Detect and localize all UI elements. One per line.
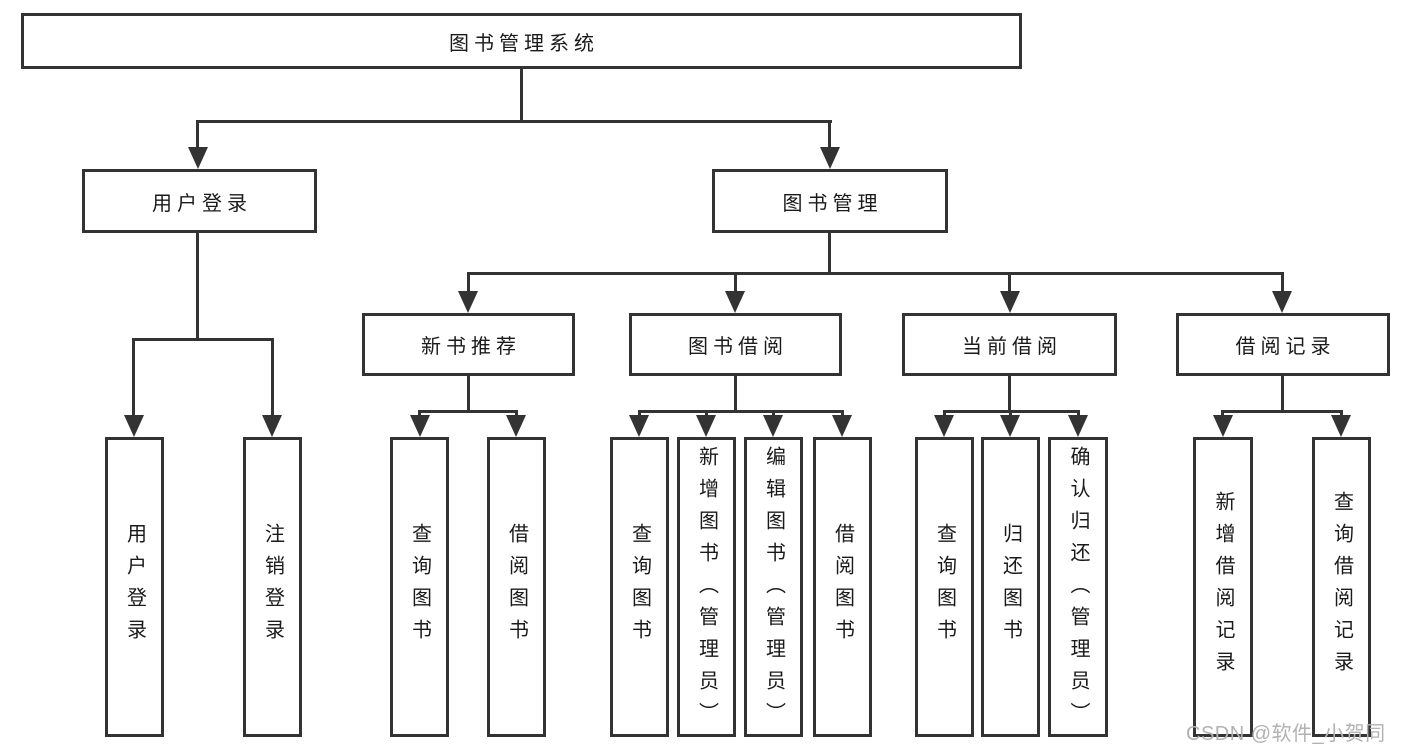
- arrowhead-new-book: [458, 291, 478, 313]
- arrowhead-rec-2: [506, 415, 526, 437]
- leaf-add-borrow-record: 新增借阅记录: [1193, 437, 1253, 737]
- node-borrow-records: 借阅记录: [1176, 313, 1390, 376]
- connector-drop-new-book: [467, 272, 470, 293]
- leaf-query-book-current-label: 查询图书: [933, 523, 956, 651]
- connector-mgmt-bar: [467, 272, 1284, 275]
- node-book-borrow-label: 图书借阅: [688, 336, 788, 358]
- connector-login-bar: [132, 338, 274, 341]
- leaf-logout-label: 注销登录: [261, 523, 284, 651]
- connector-drop-borrow-record: [1281, 272, 1284, 293]
- arrowhead-borrow-2: [696, 415, 716, 437]
- connector-record-bar: [1221, 410, 1343, 413]
- node-new-book-recommend-label: 新书推荐: [421, 336, 521, 358]
- connector-drop-book-management: [828, 120, 831, 151]
- arrowhead-current-borrow: [1000, 291, 1020, 313]
- leaf-logout: 注销登录: [243, 437, 302, 737]
- leaf-return-book-label: 归还图书: [999, 523, 1022, 651]
- arrowhead-logout-leaf: [262, 415, 282, 437]
- connector-login-stem: [196, 233, 199, 338]
- node-user-login: 用户登录: [82, 169, 317, 233]
- connector-drop-user-login: [196, 120, 199, 151]
- leaf-query-borrow-record-label: 查询借阅记录: [1330, 491, 1353, 683]
- leaf-borrow-book-recommend-label: 借阅图书: [505, 523, 528, 651]
- arrowhead-borrow-3: [763, 415, 783, 437]
- leaf-query-book-current: 查询图书: [915, 437, 974, 737]
- leaf-edit-book-admin-label: 编辑图书（管理员）: [762, 446, 785, 734]
- connector-drop-login-leaf: [132, 338, 135, 418]
- connector-drop-current-2: [1009, 410, 1012, 418]
- arrowhead-record-2: [1331, 415, 1351, 437]
- connector-drop-current-3: [1077, 410, 1080, 418]
- leaf-query-book-recommend-label: 查询图书: [408, 523, 431, 651]
- leaf-user-login-label: 用户登录: [123, 523, 146, 651]
- node-new-book-recommend: 新书推荐: [362, 313, 575, 376]
- leaf-confirm-return-admin: 确认归还（管理员）: [1048, 437, 1108, 737]
- node-book-borrow: 图书借阅: [629, 313, 842, 376]
- arrowhead-book-management: [820, 147, 840, 169]
- arrowhead-record-1: [1213, 415, 1233, 437]
- node-current-borrow-label: 当前借阅: [962, 336, 1062, 358]
- arrowhead-current-1: [934, 415, 954, 437]
- connector-root-stem: [520, 69, 523, 120]
- leaf-return-book: 归还图书: [981, 437, 1040, 737]
- arrowhead-current-2: [1000, 415, 1020, 437]
- arrowhead-borrow-4: [832, 415, 852, 437]
- connector-drop-current-borrow: [1008, 272, 1011, 293]
- connector-current-stem: [1008, 376, 1011, 410]
- arrowhead-login-leaf: [124, 415, 144, 437]
- node-library-system-label: 图书管理系统: [449, 32, 599, 55]
- arrowhead-current-3: [1068, 415, 1088, 437]
- connector-borrow-bar: [638, 410, 844, 413]
- node-book-management: 图书管理: [712, 169, 948, 233]
- connector-drop-record-1: [1221, 410, 1224, 418]
- leaf-borrow-book-recommend: 借阅图书: [487, 437, 546, 737]
- connector-rec-stem: [467, 376, 470, 410]
- arrowhead-rec-1: [410, 415, 430, 437]
- leaf-add-book-admin: 新增图书（管理员）: [677, 437, 736, 737]
- connector-root-bar: [196, 120, 832, 123]
- leaf-borrow-book-label: 借阅图书: [831, 523, 854, 651]
- leaf-edit-book-admin: 编辑图书（管理员）: [744, 437, 803, 737]
- node-user-login-label: 用户登录: [152, 192, 252, 215]
- watermark-text: CSDN @软件_小贺同学: [1186, 723, 1386, 745]
- connector-drop-borrow-2: [705, 410, 708, 418]
- connector-borrow-stem: [734, 376, 737, 410]
- arrowhead-borrow-1: [629, 415, 649, 437]
- connector-drop-borrow-3: [772, 410, 775, 418]
- arrowhead-book-borrow: [725, 291, 745, 313]
- leaf-confirm-return-admin-label: 确认归还（管理员）: [1067, 446, 1089, 734]
- connector-rec-bar: [418, 410, 518, 413]
- connector-record-stem: [1281, 376, 1284, 410]
- leaf-query-book-borrow: 查询图书: [610, 437, 669, 737]
- node-library-system: 图书管理系统: [21, 13, 1022, 69]
- connector-drop-rec-1: [418, 410, 421, 418]
- connector-drop-borrow-4: [841, 410, 844, 418]
- leaf-query-borrow-record: 查询借阅记录: [1312, 437, 1371, 737]
- node-book-management-label: 图书管理: [782, 192, 883, 215]
- leaf-user-login: 用户登录: [105, 437, 164, 737]
- connector-mgmt-stem: [828, 233, 831, 272]
- leaf-borrow-book: 借阅图书: [813, 437, 872, 737]
- leaf-query-book-recommend: 查询图书: [390, 437, 449, 737]
- leaf-query-book-borrow-label: 查询图书: [628, 523, 651, 651]
- connector-drop-current-1: [943, 410, 946, 418]
- arrowhead-user-login: [188, 147, 208, 169]
- leaf-add-borrow-record-label: 新增借阅记录: [1212, 491, 1234, 683]
- arrowhead-borrow-record: [1272, 291, 1292, 313]
- leaf-add-book-admin-label: 新增图书（管理员）: [695, 446, 718, 734]
- connector-drop-rec-2: [515, 410, 518, 418]
- connector-drop-borrow-1: [638, 410, 641, 418]
- node-current-borrow: 当前借阅: [902, 313, 1117, 376]
- connector-drop-record-2: [1340, 410, 1343, 418]
- connector-drop-book-borrow: [734, 272, 737, 293]
- connector-drop-logout-leaf: [271, 338, 274, 418]
- node-borrow-records-label: 借阅记录: [1235, 336, 1336, 358]
